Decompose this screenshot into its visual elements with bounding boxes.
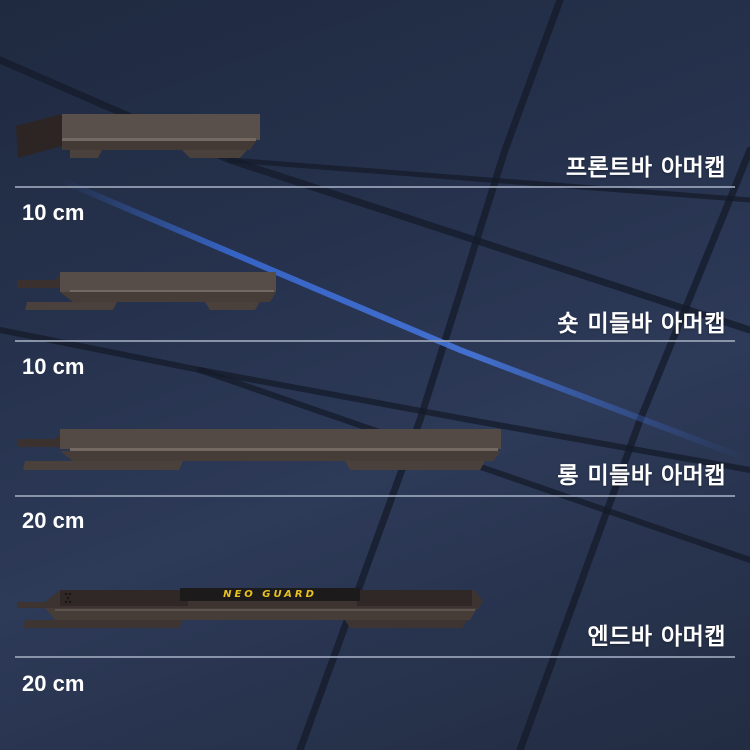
divider-1: [15, 186, 735, 188]
neo-guard-logo-text: NEO GUARD: [223, 589, 317, 600]
short-middle-bar-armor-cap-image: [17, 272, 276, 310]
divider-3: [15, 495, 735, 497]
light-beam: [58, 177, 750, 463]
product-name: 엔드바 아머캡: [587, 624, 726, 650]
product-size: 20 cm: [22, 671, 85, 696]
neo-guard-logo-plate: NEO GUARD: [180, 588, 360, 601]
product-size: 10 cm: [22, 200, 85, 225]
end-bar-armor-cap-image: NEO GUARD: [15, 582, 485, 634]
long-middle-bar-armor-cap-image: [17, 429, 501, 470]
product-size: 10 cm: [22, 354, 85, 379]
front-bar-armor-cap-image: [16, 114, 260, 158]
divider-2: [15, 340, 735, 342]
product-name: 숏 미들바 아머캡: [557, 311, 726, 337]
product-size: 20 cm: [22, 508, 85, 533]
divider-4: [15, 656, 735, 658]
product-name: 프론트바 아머캡: [565, 155, 726, 181]
product-name: 롱 미들바 아머캡: [557, 463, 726, 489]
